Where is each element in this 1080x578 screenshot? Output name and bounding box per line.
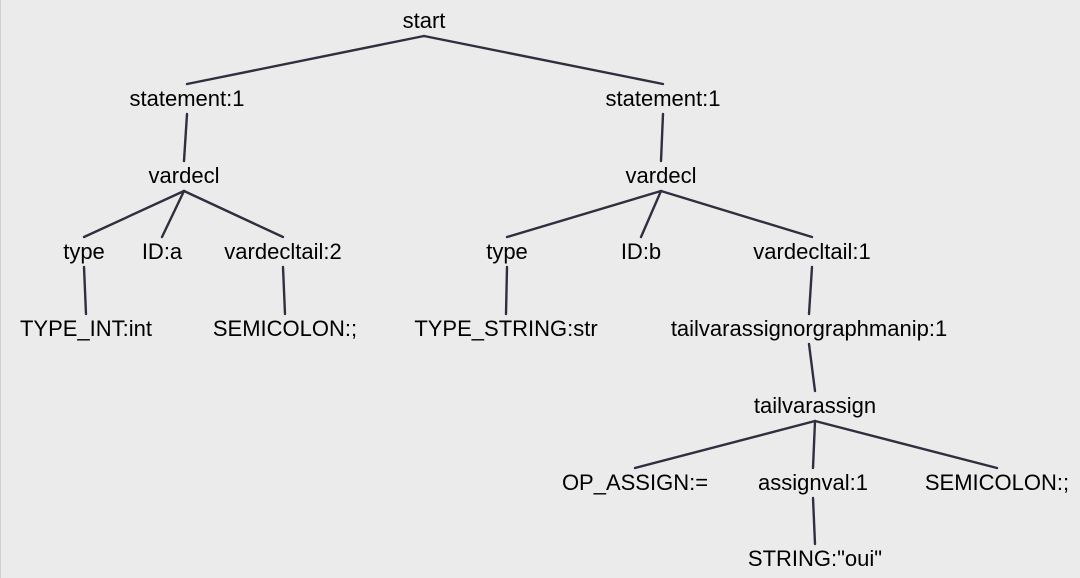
edge-vdt1-tvagm bbox=[807, 265, 814, 316]
edge-vardecl1-vdt2 bbox=[182, 189, 285, 239]
node-semicolon-left: SEMICOLON:; bbox=[212, 316, 358, 341]
edge-vardecl2-vdt1 bbox=[659, 189, 814, 239]
edge-vardecl2-idb bbox=[639, 189, 663, 239]
node-type-string: TYPE_STRING:str bbox=[414, 316, 598, 341]
node-op-assign: OP_ASSIGN:= bbox=[561, 470, 709, 495]
edge-start-stmt1 bbox=[185, 34, 426, 86]
edge-vardecl2-type2 bbox=[505, 189, 663, 239]
node-start: start bbox=[402, 8, 446, 33]
edge-assignval-stringoui bbox=[811, 496, 817, 546]
edge-tva-assignval bbox=[811, 419, 817, 470]
node-tailvarassign: tailvarassign bbox=[753, 393, 877, 418]
node-id-a: ID:a bbox=[141, 239, 183, 264]
edge-start-stmt2 bbox=[422, 34, 665, 86]
node-type-right: type bbox=[486, 239, 528, 264]
node-statement-left: statement:1 bbox=[129, 86, 245, 111]
node-statement-right: statement:1 bbox=[605, 86, 721, 111]
node-string-oui: STRING:"oui" bbox=[747, 546, 883, 571]
edge-stmt2-vardecl2 bbox=[659, 112, 665, 163]
node-tailvarassignorgraphmanip: tailvarassignorgraphmanip:1 bbox=[670, 316, 948, 341]
node-vardecl-right: vardecl bbox=[625, 163, 697, 188]
node-assignval: assignval:1 bbox=[757, 470, 869, 495]
edge-tva-opassign bbox=[633, 419, 817, 470]
node-type-int: TYPE_INT:int bbox=[19, 316, 153, 341]
node-semicolon-right: SEMICOLON:; bbox=[924, 470, 1070, 495]
node-type-left: type bbox=[63, 239, 105, 264]
edge-vardecl1-type1 bbox=[82, 189, 186, 239]
edge-tva-semi2 bbox=[813, 419, 999, 470]
edge-type2-typestr bbox=[504, 265, 509, 316]
node-id-b: ID:b bbox=[620, 239, 662, 264]
edge-stmt1-vardecl1 bbox=[182, 112, 189, 163]
edge-vdt2-semi1 bbox=[281, 265, 287, 316]
edge-tvagm-tva bbox=[807, 342, 817, 393]
node-vardecltail-2: vardecltail:2 bbox=[224, 239, 342, 264]
edge-vardecl1-ida bbox=[160, 189, 186, 239]
edge-type1-typeint bbox=[82, 265, 88, 316]
node-vardecltail-1: vardecltail:1 bbox=[753, 239, 871, 264]
node-vardecl-left: vardecl bbox=[148, 163, 220, 188]
